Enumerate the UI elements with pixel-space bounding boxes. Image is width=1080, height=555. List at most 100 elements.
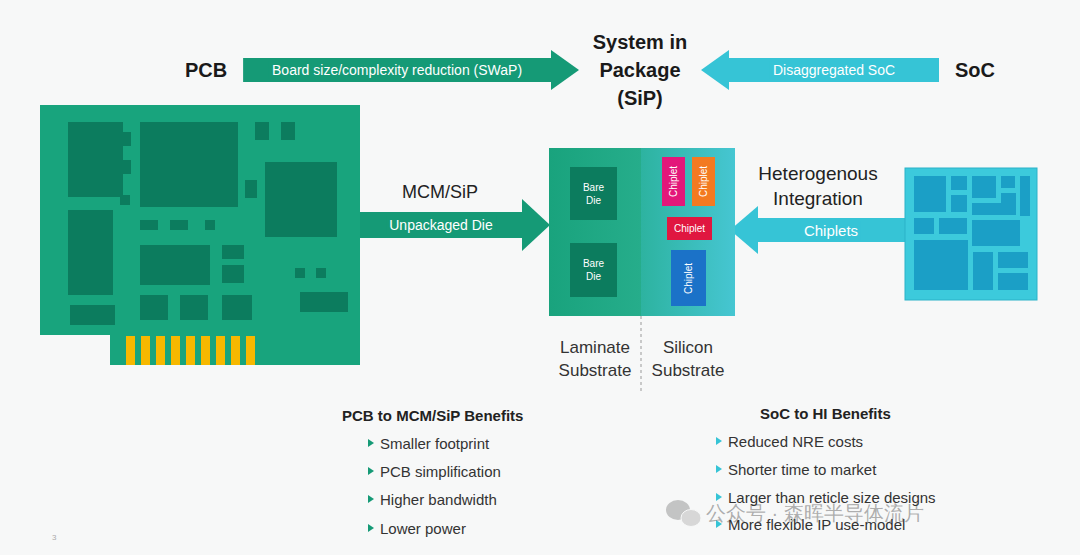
pcb-component xyxy=(140,295,168,320)
bare-die: Bare Die xyxy=(570,167,617,220)
pcb-component xyxy=(68,210,113,295)
bullet xyxy=(368,524,374,532)
gold-finger xyxy=(246,336,255,365)
bullet xyxy=(368,467,374,475)
watermark-icon xyxy=(666,500,701,527)
bare-die: Bare Die xyxy=(570,243,617,297)
node-text: Chiplet xyxy=(683,262,694,293)
pcb-component xyxy=(140,122,238,207)
soc-block xyxy=(914,218,934,234)
pcb-component xyxy=(222,265,244,283)
arrow-caption: MCM/SiP xyxy=(402,181,478,204)
list-heading: SoC to HI Benefits xyxy=(760,404,891,424)
gold-finger xyxy=(171,336,180,365)
bullet xyxy=(368,439,374,447)
arrow-head xyxy=(551,50,579,90)
chiplet: Chiplet xyxy=(671,250,706,306)
heading-node: SoC xyxy=(953,56,997,84)
arrow-band xyxy=(701,50,939,90)
node-text: Bare Die xyxy=(578,257,610,283)
list-item: More flexible IP use-model xyxy=(728,515,905,535)
pcb-component xyxy=(120,195,130,205)
soc-block xyxy=(972,203,1016,215)
arrow-band xyxy=(243,50,579,90)
chiplet: Chiplet xyxy=(667,217,712,240)
bullet xyxy=(716,493,722,501)
bullet xyxy=(368,495,374,503)
node-text: Chiplet xyxy=(668,166,679,197)
list-item: Larger than reticle size designs xyxy=(728,488,936,508)
bullet xyxy=(716,437,722,445)
soc-block xyxy=(951,176,967,190)
page-number: 3 xyxy=(52,533,56,543)
pcb-component xyxy=(70,305,115,325)
list-item: PCB simplification xyxy=(380,462,501,482)
pcb-component xyxy=(281,122,295,140)
soc-block xyxy=(939,218,967,234)
arrow-label: Unpackaged Die xyxy=(386,216,496,234)
list-item: Higher bandwidth xyxy=(380,490,497,510)
pcb-board xyxy=(40,105,360,365)
pcb-component xyxy=(265,162,337,237)
chiplet: Chiplet xyxy=(692,157,715,206)
pcb-component xyxy=(295,268,305,278)
illustration xyxy=(40,105,1037,532)
soc-block xyxy=(972,176,996,198)
edge-label: Disaggregated SoC xyxy=(770,61,898,79)
arrow-caption: Heterogenous Integration xyxy=(723,161,913,211)
soc-block xyxy=(998,273,1028,290)
arrow-shaft xyxy=(360,212,523,238)
icon-part xyxy=(681,510,701,527)
pcb-component xyxy=(121,132,131,146)
arrow-head xyxy=(701,50,729,90)
pcb-component xyxy=(245,180,257,198)
arrow-shaft xyxy=(757,218,905,242)
arrow-shaft xyxy=(729,58,939,82)
pcb-component xyxy=(222,245,244,259)
gold-finger xyxy=(141,336,150,365)
substrate-label: Silicon Substrate xyxy=(638,336,738,382)
arrow-head xyxy=(522,199,550,251)
list-item: Smaller footprint xyxy=(380,434,489,454)
soc-block xyxy=(1001,176,1015,188)
pcb-component xyxy=(170,220,188,230)
pcb-component xyxy=(222,295,252,320)
gold-finger xyxy=(231,336,240,365)
node-text: System in Package (SiP) xyxy=(581,28,699,112)
pcb-component xyxy=(180,295,208,320)
pcb-component xyxy=(255,122,269,140)
pcb-component xyxy=(205,220,215,230)
pcb-component xyxy=(300,292,348,312)
arrow-shaft xyxy=(243,58,551,82)
list-item: Reduced NRE costs xyxy=(728,432,863,452)
gold-finger xyxy=(156,336,165,365)
pcb-component xyxy=(316,268,326,278)
chiplet: Chiplet xyxy=(662,157,685,206)
gold-finger xyxy=(126,336,135,365)
list-item: Lower power xyxy=(380,519,466,539)
soc-block xyxy=(914,240,968,290)
node-text: SoC xyxy=(955,56,995,84)
pcb-component xyxy=(140,245,210,285)
gold-finger xyxy=(201,336,210,365)
soc-block xyxy=(951,195,967,212)
gold-finger xyxy=(216,336,225,365)
heading-node: System in Package (SiP) xyxy=(579,28,701,112)
node-text: PCB xyxy=(185,56,227,84)
heading-node: PCB xyxy=(183,56,229,84)
gold-finger xyxy=(186,336,195,365)
node-text: Chiplet xyxy=(698,166,709,197)
soc-chip xyxy=(905,168,1037,300)
arrow-label: Chiplets xyxy=(801,221,861,241)
pcb-component xyxy=(121,160,131,174)
edge-label: Board size/complexity reduction (SWaP) xyxy=(269,61,525,79)
soc-block xyxy=(998,252,1028,268)
substrate-label: Laminate Substrate xyxy=(545,336,645,382)
list-item: Shorter time to market xyxy=(728,460,876,480)
substrate: Laminate SubstrateBare DieBare Die xyxy=(549,148,641,316)
substrate: Silicon SubstrateChipletChipletChipletCh… xyxy=(641,148,735,316)
node-text: Bare Die xyxy=(578,181,610,207)
